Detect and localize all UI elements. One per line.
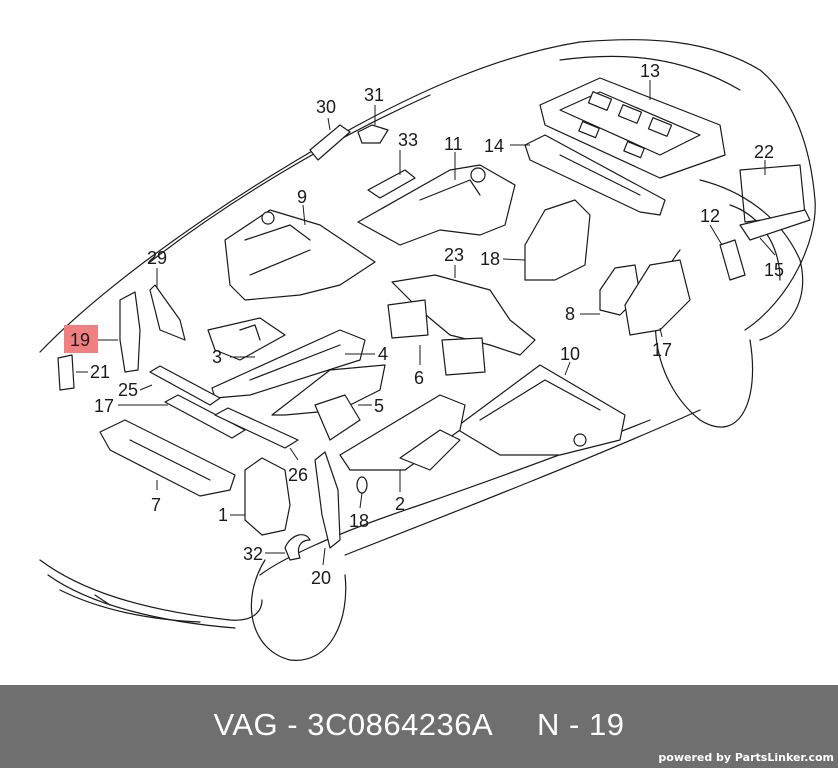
car-underbody-diagram: 13 30 31 33 11 14 22 9 12 29 23 18 15 19…	[39, 39, 816, 661]
callout-20[interactable]: 20	[311, 568, 331, 588]
part-19	[119, 291, 141, 373]
part-17-right	[624, 259, 691, 336]
part-33	[367, 169, 416, 199]
part-18-upper	[524, 199, 591, 281]
part-26	[214, 407, 299, 449]
callout-10[interactable]: 10	[560, 344, 580, 364]
callout-22[interactable]: 22	[754, 142, 774, 162]
part-25	[149, 365, 221, 406]
leader-lines	[76, 80, 776, 566]
part-29	[149, 284, 186, 341]
part-10	[454, 364, 626, 456]
part-number-caption: VAG - 3C0864236A N - 19	[213, 707, 625, 742]
callout-labels: 13 30 31 33 11 14 22 9 12 29 23 18 15 19…	[70, 61, 784, 588]
callout-23[interactable]: 23	[444, 245, 464, 265]
car-body-outline	[39, 39, 816, 661]
callout-12[interactable]: 12	[700, 206, 720, 226]
footer-bar: VAG - 3C0864236A N - 19 powered by Parts…	[0, 685, 838, 768]
part-11	[357, 164, 516, 246]
part-6	[387, 299, 486, 376]
callout-14[interactable]: 14	[484, 136, 504, 156]
callout-8[interactable]: 8	[565, 304, 575, 324]
callout-26[interactable]: 26	[288, 465, 308, 485]
part-32	[284, 534, 311, 561]
part-30	[309, 124, 351, 161]
callout-18-lower[interactable]: 18	[349, 511, 369, 531]
part-20	[314, 451, 341, 549]
part-13	[539, 77, 726, 179]
part-17-left	[164, 394, 246, 439]
part-7	[99, 419, 236, 497]
part-18-lower	[356, 476, 368, 494]
callout-4[interactable]: 4	[378, 344, 388, 364]
part-5	[271, 364, 386, 441]
callout-17-right[interactable]: 17	[652, 340, 672, 360]
callout-2[interactable]: 2	[395, 494, 405, 514]
callout-15[interactable]: 15	[764, 260, 784, 280]
callout-highlight	[64, 325, 98, 353]
callout-29[interactable]: 29	[147, 248, 167, 268]
callout-33[interactable]: 33	[398, 130, 418, 150]
part-9	[224, 209, 376, 301]
part-21	[57, 354, 75, 391]
callout-19[interactable]: 19	[70, 330, 90, 350]
callout-1[interactable]: 1	[218, 505, 228, 525]
part-23	[391, 274, 536, 356]
callout-25[interactable]: 25	[118, 380, 138, 400]
callout-11[interactable]: 11	[444, 134, 463, 154]
callout-7[interactable]: 7	[151, 495, 161, 515]
callout-5[interactable]: 5	[374, 396, 384, 416]
callout-31[interactable]: 31	[364, 85, 384, 105]
callout-30[interactable]: 30	[316, 97, 336, 117]
callout-3[interactable]: 3	[212, 347, 222, 367]
part-1	[244, 457, 291, 536]
callout-21[interactable]: 21	[90, 362, 110, 382]
powered-by-credit[interactable]: powered by PartsLinker.com	[658, 751, 834, 764]
callout-6[interactable]: 6	[414, 368, 424, 388]
callout-17-left[interactable]: 17	[94, 396, 114, 416]
callout-18-upper[interactable]: 18	[480, 249, 500, 269]
part-14	[524, 134, 666, 216]
part-31	[357, 124, 389, 144]
callout-32[interactable]: 32	[243, 544, 263, 564]
part-12	[719, 239, 746, 281]
callout-13[interactable]: 13	[640, 61, 660, 81]
part-3	[207, 317, 286, 361]
callout-9[interactable]: 9	[297, 187, 307, 207]
part-2	[339, 394, 466, 471]
parts-diagram: 13 30 31 33 11 14 22 9 12 29 23 18 15 19…	[39, 39, 816, 661]
